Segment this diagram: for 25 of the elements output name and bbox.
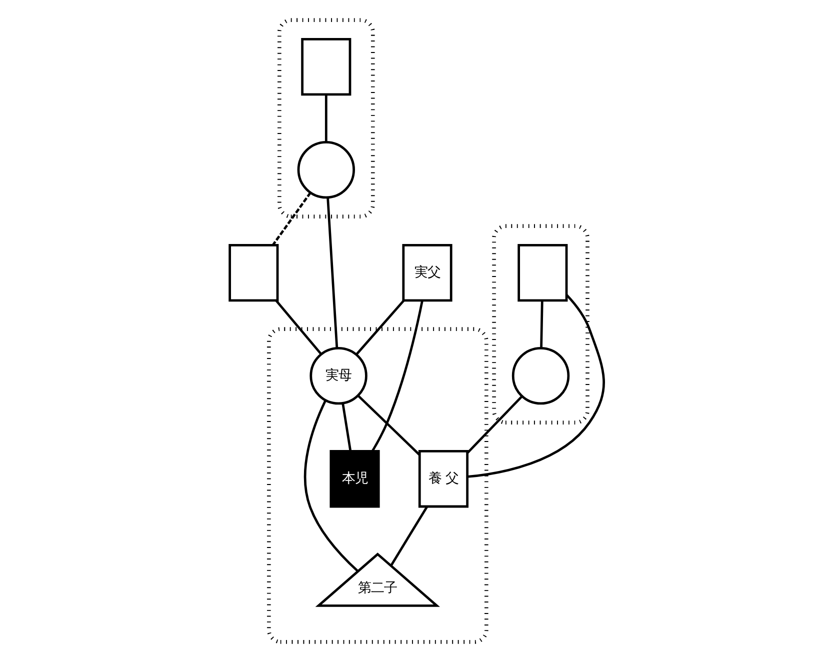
connector <box>356 300 405 356</box>
connector <box>272 192 312 246</box>
connector <box>326 197 338 348</box>
connector <box>357 394 420 456</box>
connector <box>390 506 428 566</box>
connector <box>466 395 523 454</box>
node-circle <box>512 346 570 405</box>
connector <box>467 294 605 478</box>
node-box <box>301 38 352 96</box>
node-box <box>518 244 568 302</box>
cluster <box>492 224 590 424</box>
connector <box>275 300 322 355</box>
connector <box>371 300 424 452</box>
node-box: 養 父 <box>418 450 468 508</box>
cluster <box>267 327 488 644</box>
node-circle: 実母 <box>310 346 368 405</box>
connector <box>540 300 544 348</box>
cluster <box>278 18 375 218</box>
node-box: 本児 <box>330 450 380 508</box>
connector <box>304 400 359 572</box>
connector <box>324 94 328 142</box>
connector <box>342 403 352 452</box>
node-circle <box>297 140 355 199</box>
node-box: 実父 <box>402 244 452 302</box>
node-box <box>228 244 279 302</box>
